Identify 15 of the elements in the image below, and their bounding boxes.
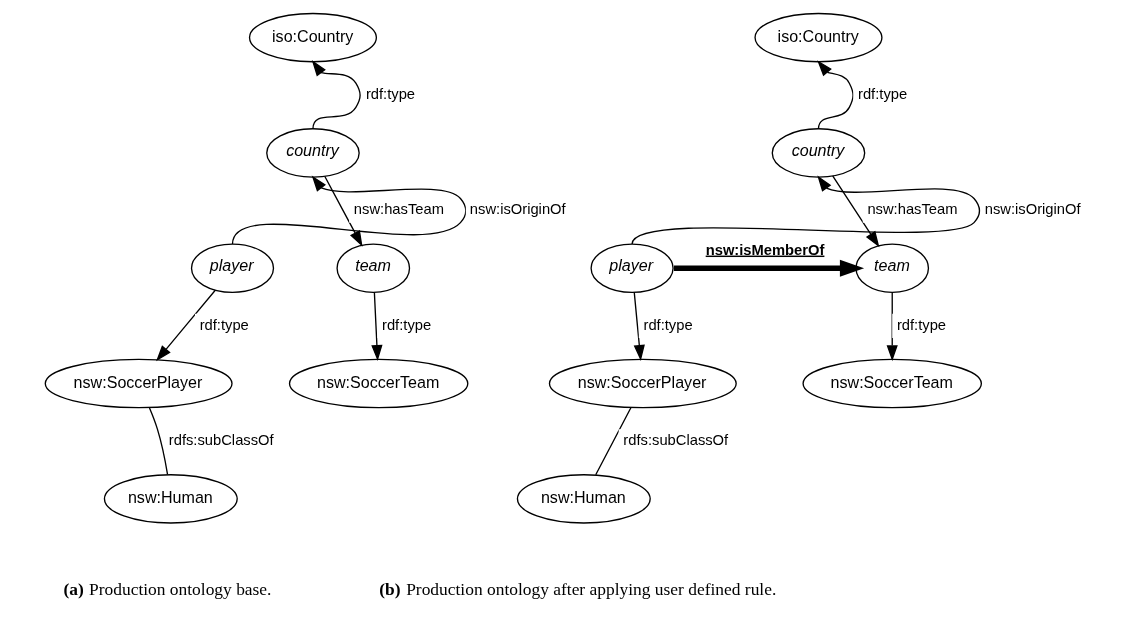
edge-label: nsw:isOriginOf (469, 201, 566, 218)
edge-label: rdfs:subClassOf (168, 431, 274, 448)
edge-label: rdf:type (896, 316, 946, 333)
edge-label: rdf:type (857, 86, 907, 103)
edge-label: nsw:isMemberOf (705, 241, 824, 258)
edge-label: nsw:hasTeam (353, 201, 444, 218)
edge-label: rdf:type (642, 316, 693, 333)
edge-label: rdfs:subClassOf (622, 431, 728, 448)
edge-label: rdf:type (199, 316, 249, 333)
label: (b) Production ontology after applying user defined rule. (378, 578, 776, 599)
edge-label: rdf:type (381, 316, 431, 333)
edge-label: nsw:isOriginOf (984, 201, 1081, 218)
edge-label: nsw:hasTeam (866, 201, 958, 218)
edge-label: rdf:type (365, 86, 415, 103)
label: (a) Production ontology base. (63, 578, 271, 599)
